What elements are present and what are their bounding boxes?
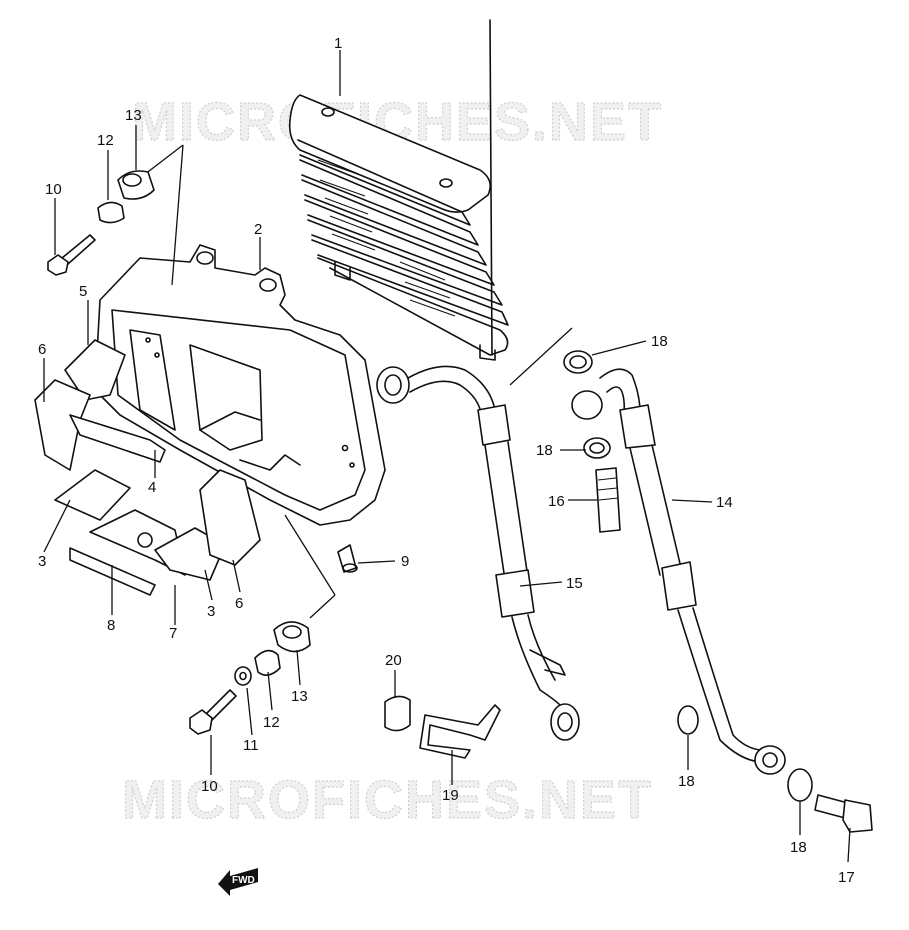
washer-11 xyxy=(234,666,252,686)
screw-9 xyxy=(337,544,357,573)
callout-3: 3 xyxy=(207,603,215,620)
callout-16: 16 xyxy=(548,493,565,510)
callout-18: 18 xyxy=(790,839,807,856)
callout-18: 18 xyxy=(536,442,553,459)
bush-12-top xyxy=(97,201,125,224)
callout-10: 10 xyxy=(45,181,62,198)
callout-12: 12 xyxy=(263,714,280,731)
union-bolt-17 xyxy=(814,794,873,833)
banjo-fitting xyxy=(571,390,603,420)
callout-3: 3 xyxy=(38,553,46,570)
callout-6: 6 xyxy=(38,341,46,358)
callout-13: 13 xyxy=(291,688,308,705)
callout-18: 18 xyxy=(678,773,695,790)
clamp-20 xyxy=(384,695,411,732)
bolt-10-top xyxy=(47,234,96,276)
callout-7: 7 xyxy=(169,625,177,642)
rubber-strip-4 xyxy=(69,414,166,463)
oil-hose-15 xyxy=(376,365,580,741)
union-bolt-16 xyxy=(595,467,621,533)
callout-19: 19 xyxy=(442,787,459,804)
callout-14: 14 xyxy=(716,494,733,511)
callout-18: 18 xyxy=(651,333,668,350)
watermark-bottom: MICROFICHES.NET xyxy=(122,770,653,830)
callout-labels: 1 2 3 3 4 5 6 6 7 8 9 10 10 11 12 12 13 … xyxy=(38,35,855,886)
callout-12: 12 xyxy=(97,132,114,149)
callout-2: 2 xyxy=(254,221,262,238)
oil-hose-14 xyxy=(599,368,786,775)
callout-5: 5 xyxy=(79,283,87,300)
washer-18-b xyxy=(583,437,611,459)
bracket-19 xyxy=(419,704,501,759)
callout-11: 11 xyxy=(243,737,259,754)
rubber-pad-3-left xyxy=(54,469,131,521)
watermark-top: MICROFICHES.NET xyxy=(132,92,663,152)
callout-13: 13 xyxy=(125,107,142,124)
fwd-arrow-icon: FWD xyxy=(218,868,258,896)
rubber-block-6-right xyxy=(199,469,261,566)
shroud xyxy=(94,244,386,526)
callout-15: 15 xyxy=(566,575,583,592)
callout-10: 10 xyxy=(201,778,218,795)
fwd-label: FWD xyxy=(232,875,255,886)
callout-4: 4 xyxy=(148,479,156,496)
callout-6: 6 xyxy=(235,595,243,612)
washer-18-a xyxy=(563,350,593,374)
callout-8: 8 xyxy=(107,617,115,634)
callout-20: 20 xyxy=(385,652,402,669)
callout-1: 1 xyxy=(334,35,342,52)
callout-17: 17 xyxy=(838,869,855,886)
bolt-10-bottom xyxy=(189,689,237,735)
callout-9: 9 xyxy=(401,553,409,570)
washer-18-d xyxy=(787,768,813,802)
oil-cooler xyxy=(288,19,509,361)
washer-18-c xyxy=(677,705,699,735)
bush-12-bottom xyxy=(254,649,281,676)
